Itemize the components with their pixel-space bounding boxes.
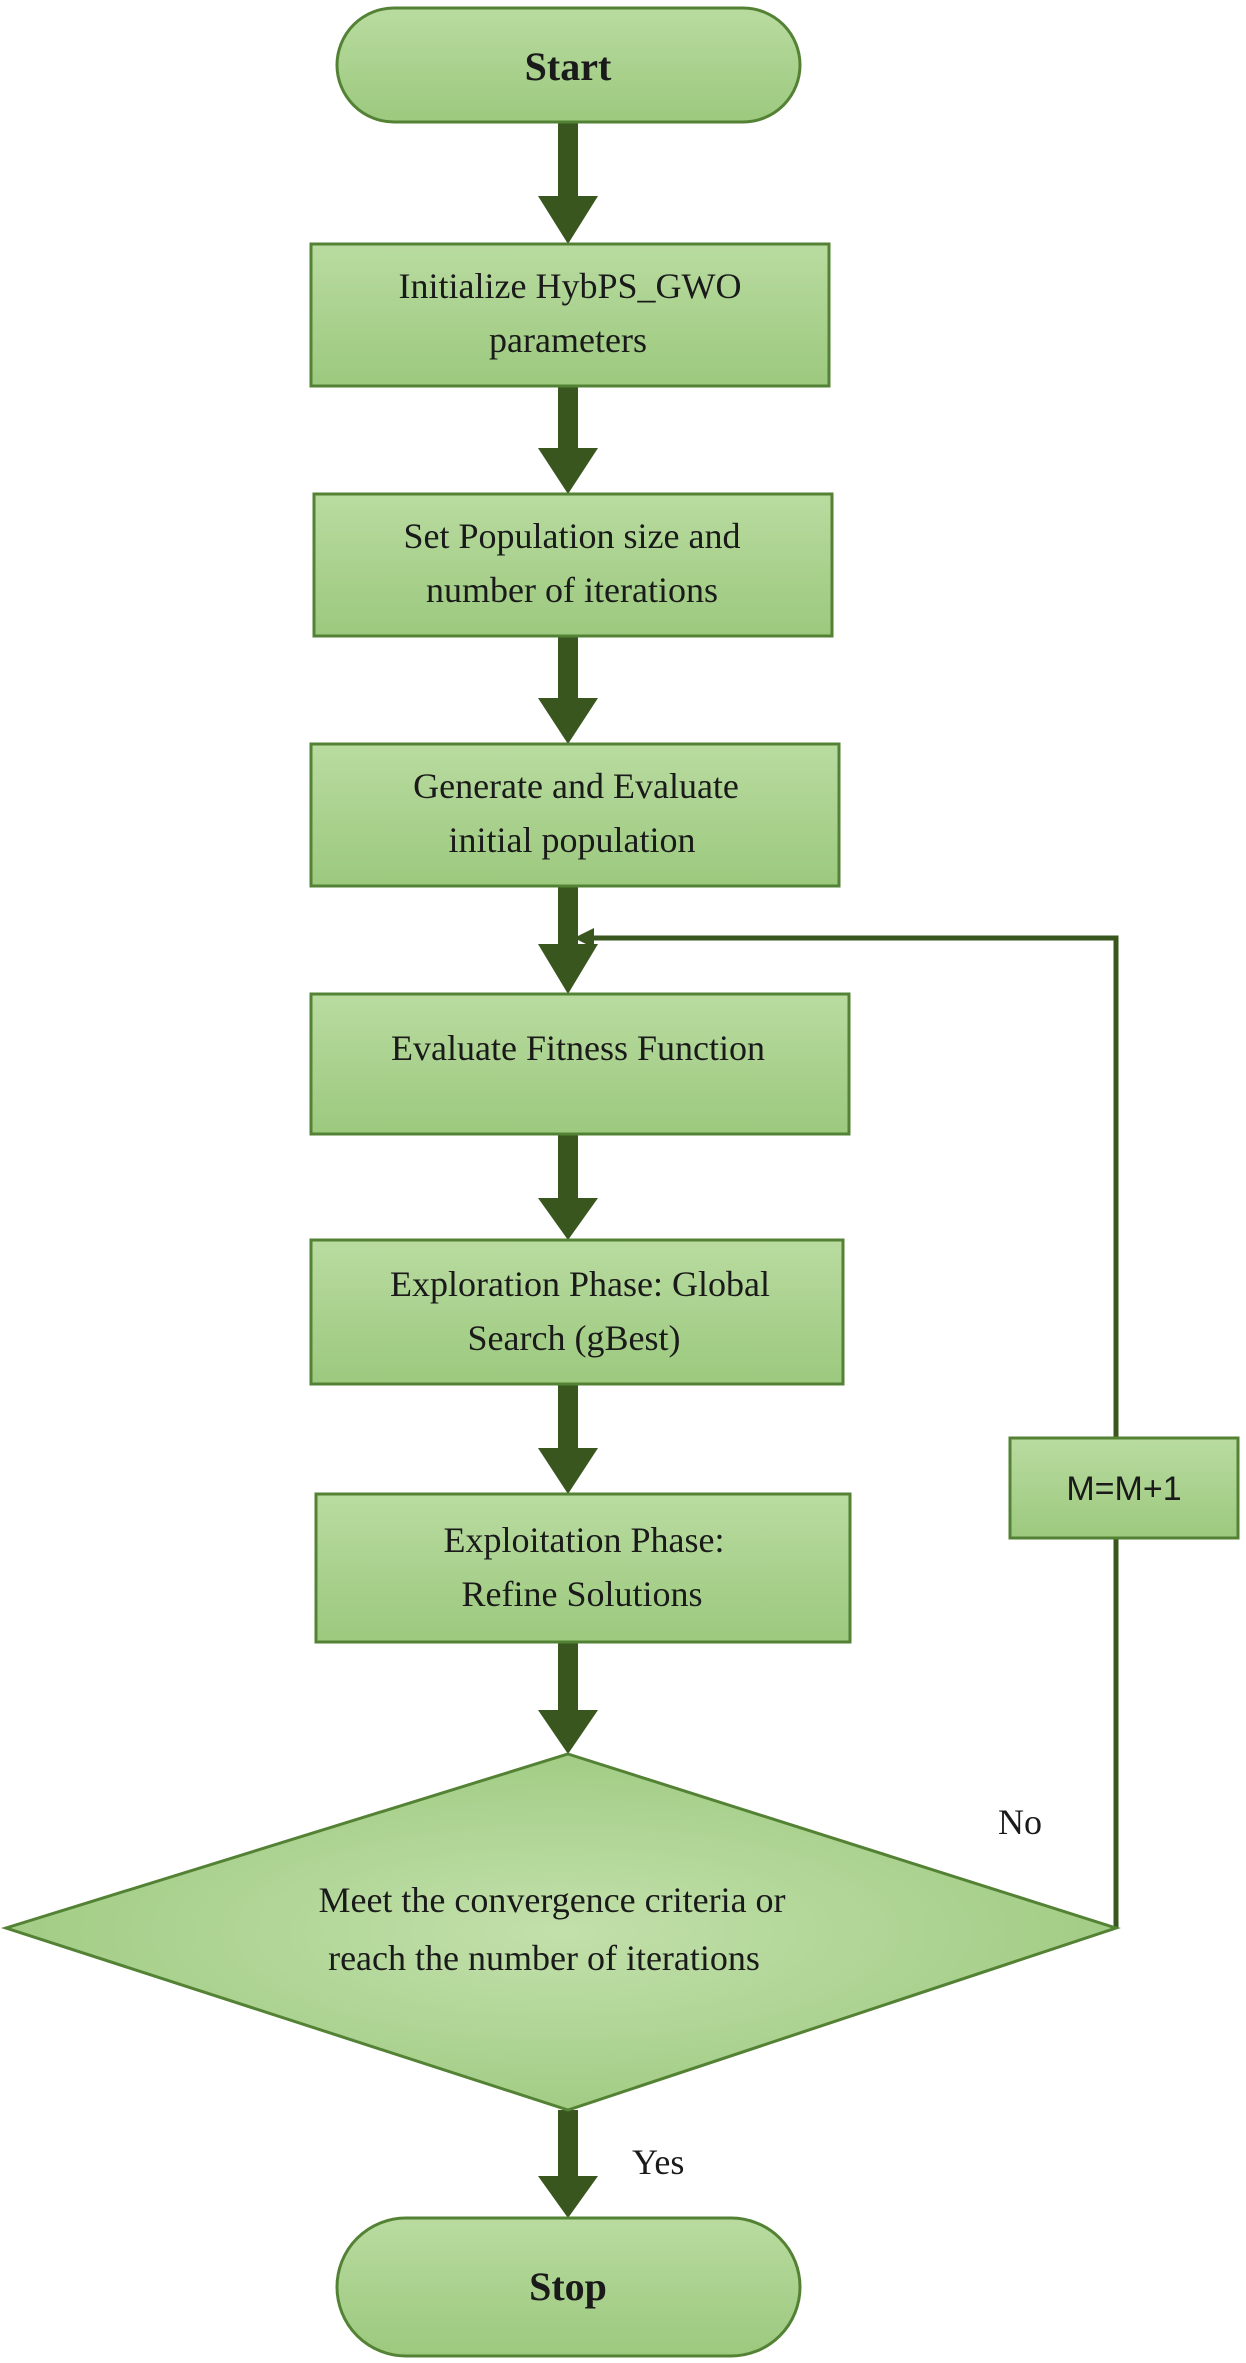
population-line1: Set Population size and [404,516,741,556]
process-initialize: Initialize HybPS_GWO parameters [309,242,831,388]
arrow-population-to-generate [538,636,598,744]
no-label: No [998,1802,1042,1842]
process-exploitation: Exploitation Phase: Refine Solutions [314,1492,852,1644]
arrow-decision-to-stop [538,2110,598,2218]
decision-diamond: Meet the convergence criteria or reach t… [1,1752,1121,2112]
process-fitness: Evaluate Fitness Function [309,992,851,1136]
arrow-init-to-population [538,386,598,494]
population-line2: number of iterations [426,570,718,610]
arrow-exploitation-to-decision [538,1642,598,1754]
arrow-exploration-to-exploitation [538,1384,598,1494]
arrow-start-to-init [538,122,598,244]
generate-line1: Generate and Evaluate [413,766,739,806]
generate-line2: initial population [449,820,696,860]
arrow-generate-to-fitness [538,886,598,994]
loop-back-edge [574,928,1119,1928]
stop-terminator: Stop [335,2216,802,2358]
process-exploration: Exploration Phase: Global Search (gBest) [309,1238,845,1386]
process-increment: M=M+1 [1008,1436,1240,1540]
start-terminator: Start [335,6,802,124]
initialize-line1: Initialize HybPS_GWO [399,266,742,306]
yes-label: Yes [632,2142,684,2182]
start-label: Start [525,44,612,89]
exploitation-line1: Exploitation Phase: [444,1520,725,1560]
process-population: Set Population size and number of iterat… [312,492,834,638]
decision-line1: Meet the convergence criteria or [318,1880,785,1920]
exploration-line1: Exploration Phase: Global [390,1264,770,1304]
stop-label: Stop [529,2264,607,2309]
decision-line2: reach the number of iterations [328,1938,760,1978]
arrow-fitness-to-exploration [538,1134,598,1240]
process-generate: Generate and Evaluate initial population [309,742,841,888]
main-arrows [538,122,598,2218]
initialize-line2: parameters [489,320,647,360]
fitness-label: Evaluate Fitness Function [391,1028,765,1068]
exploitation-line2: Refine Solutions [462,1574,703,1614]
increment-label: M=M+1 [1066,1470,1181,1508]
exploration-line2: Search (gBest) [468,1318,681,1358]
